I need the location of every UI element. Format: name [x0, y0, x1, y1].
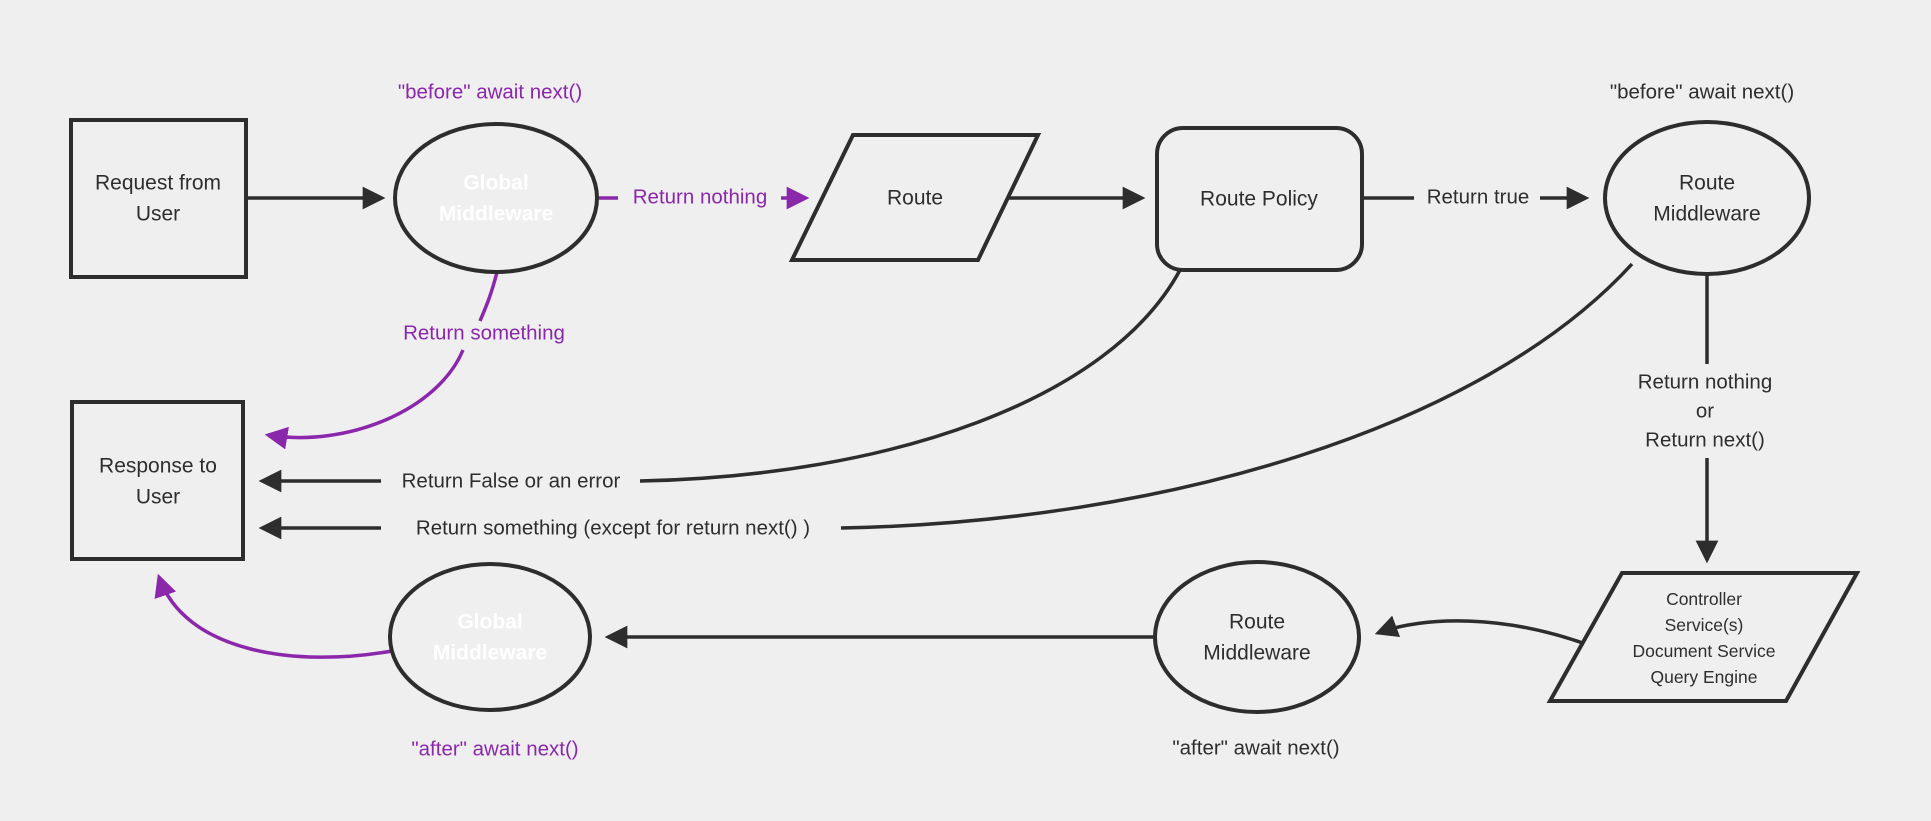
- edge-global-middleware-return-something-stub: [478, 271, 499, 322]
- controller-label-line3: Document Service: [1633, 641, 1776, 661]
- label-return-false-or-error: Return False or an error: [402, 470, 621, 493]
- label-return-nothing: Return nothing: [633, 186, 767, 209]
- label-before-await-next-route: "before" await next(): [1610, 81, 1794, 104]
- label-return-true: Return true: [1427, 186, 1530, 209]
- node-controller-services: [1546, 571, 1861, 703]
- global-middleware-top-label-line1: Global: [463, 172, 528, 195]
- node-response-to-user: [70, 400, 245, 561]
- response-node-label-line1: Response to: [99, 455, 217, 478]
- label-return-something: Return something: [403, 322, 565, 345]
- global-middleware-bottom-label-line1: Global: [457, 611, 522, 634]
- edge-route-middleware-to-return-something-except: [840, 262, 1634, 530]
- route-middleware-bottom-label-line1: Route: [1229, 611, 1285, 634]
- label-before-await-next-global: "before" await next(): [398, 81, 582, 104]
- arrow-global-middleware-bottom-to-response: [154, 573, 393, 659]
- route-middleware-bottom-label-line2: Middleware: [1203, 642, 1310, 665]
- node-global-middleware-top: [393, 122, 599, 274]
- edge-route-policy-to-return-false: [639, 269, 1182, 483]
- label-return-nothing-or-line3: Return next(): [1645, 429, 1765, 452]
- route-node-label: Route: [887, 187, 943, 210]
- response-node-label-line2: User: [136, 486, 180, 509]
- request-node-label-line2: User: [136, 203, 180, 226]
- label-return-nothing-or-line2: or: [1696, 400, 1714, 423]
- node-request-from-user: [69, 118, 248, 279]
- controller-label-line1: Controller: [1666, 589, 1742, 609]
- node-global-middleware-bottom: [388, 562, 592, 712]
- node-route-middleware-bottom: [1153, 560, 1361, 714]
- request-node-label-line1: Request from: [95, 172, 221, 195]
- label-after-await-next-route: "after" await next(): [1172, 737, 1339, 760]
- node-route-middleware-top: [1603, 120, 1811, 276]
- arrow-controller-to-route-middleware-bottom: [1374, 615, 1592, 648]
- node-route: [788, 133, 1042, 262]
- controller-label-line2: Service(s): [1665, 615, 1744, 635]
- controller-label-line4: Query Engine: [1650, 667, 1757, 687]
- route-middleware-top-label-line2: Middleware: [1653, 203, 1760, 226]
- label-return-nothing-or-line1: Return nothing: [1638, 371, 1772, 394]
- label-return-something-except: Return something (except for return next…: [416, 517, 810, 540]
- node-route-policy: [1155, 126, 1364, 272]
- global-middleware-bottom-label-line2: Middleware: [433, 642, 547, 665]
- arrow-return-something-to-response: [264, 349, 465, 450]
- label-after-await-next-global: "after" await next(): [411, 738, 578, 761]
- route-middleware-top-label-line1: Route: [1679, 172, 1735, 195]
- global-middleware-top-label-line2: Middleware: [439, 203, 553, 226]
- route-policy-label: Route Policy: [1200, 188, 1318, 211]
